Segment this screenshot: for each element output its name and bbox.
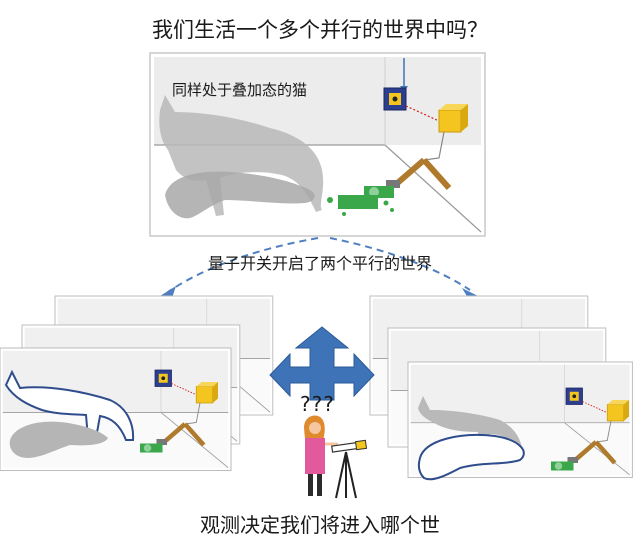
left-world-stack bbox=[0, 295, 274, 472]
cat-silhouette-icon bbox=[418, 396, 522, 450]
cat-silhouette-icon bbox=[9, 421, 109, 458]
bottom-caption: 观测决定我们将进入哪个世 bbox=[200, 513, 440, 537]
observer-icon bbox=[304, 415, 338, 496]
poison-flask-icon bbox=[327, 195, 394, 216]
right-world-stack bbox=[369, 295, 633, 481]
superposition-label: 同样处于叠加态的猫 bbox=[172, 81, 308, 99]
four-way-arrow-icon bbox=[269, 326, 375, 401]
split-arrow-right bbox=[329, 237, 471, 291]
cat-silhouette-icon bbox=[417, 434, 525, 481]
question-marks: ??? bbox=[300, 392, 335, 416]
page-title: 我们生活一个多个并行的世界中吗？ bbox=[152, 18, 488, 42]
split-label: 量子开关开启了两个平行的世界 bbox=[207, 254, 432, 273]
cat-silhouette-icon bbox=[165, 171, 315, 219]
top-scene bbox=[149, 52, 486, 237]
split-arrow-left bbox=[167, 237, 319, 293]
cat-silhouette-icon bbox=[4, 369, 135, 441]
radioactive-source-icon bbox=[364, 58, 468, 198]
cat-silhouette-icon bbox=[159, 95, 324, 216]
telescope-icon bbox=[331, 439, 368, 499]
